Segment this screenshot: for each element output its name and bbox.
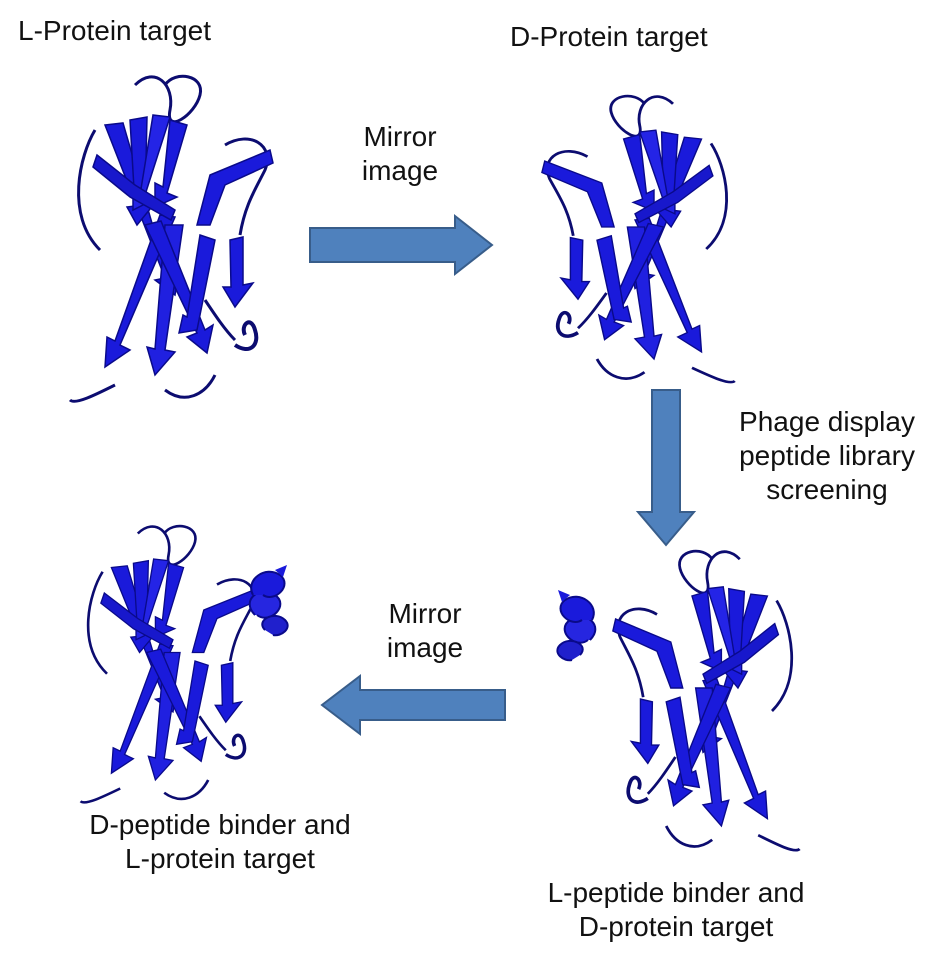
l-peptide-helix-icon [556,589,597,662]
arrow-left-icon [320,673,506,737]
l-protein-target-text: L-Protein target [18,15,211,46]
phage-display-line3: screening [766,474,888,505]
l-peptide-complex-structure-icon [556,549,802,853]
l-protein-structure-icon [68,74,275,404]
mirror-image-top-line2: image [361,155,439,186]
d-protein-target-text: D-Protein target [510,21,708,52]
mirror-image-top-line1: Mirror [363,121,437,152]
l-peptide-complex-line1: L-peptide binder and [547,877,805,908]
d-peptide-complex-structure-icon [78,524,289,805]
phage-display-label: Phage display peptide library screening [722,405,932,507]
l-peptide-complex-line2: D-protein target [578,911,774,942]
mirror-image-bottom-label: Mirror image [370,597,480,665]
phage-display-line1: Phage display [739,406,915,437]
mirror-image-top-label: Mirror image [345,120,455,188]
d-protein-target-label: D-Protein target [510,20,708,54]
arrow-down-icon [635,389,697,547]
d-peptide-complex-line1: D-peptide binder and [89,809,351,840]
phage-display-line2: peptide library [739,440,915,471]
l-peptide-complex-label: L-peptide binder and D-protein target [516,876,836,944]
arrow-right-icon [309,213,494,277]
mirror-image-bottom-line1: Mirror [388,598,462,629]
d-peptide-complex-label: D-peptide binder and L-protein target [60,808,380,876]
d-peptide-helix-icon [248,564,289,637]
l-protein-target-label: L-Protein target [18,14,211,48]
mirror-image-bottom-line2: image [386,632,464,663]
d-protein-structure-icon [539,94,737,385]
d-peptide-complex-line2: L-protein target [125,843,315,874]
